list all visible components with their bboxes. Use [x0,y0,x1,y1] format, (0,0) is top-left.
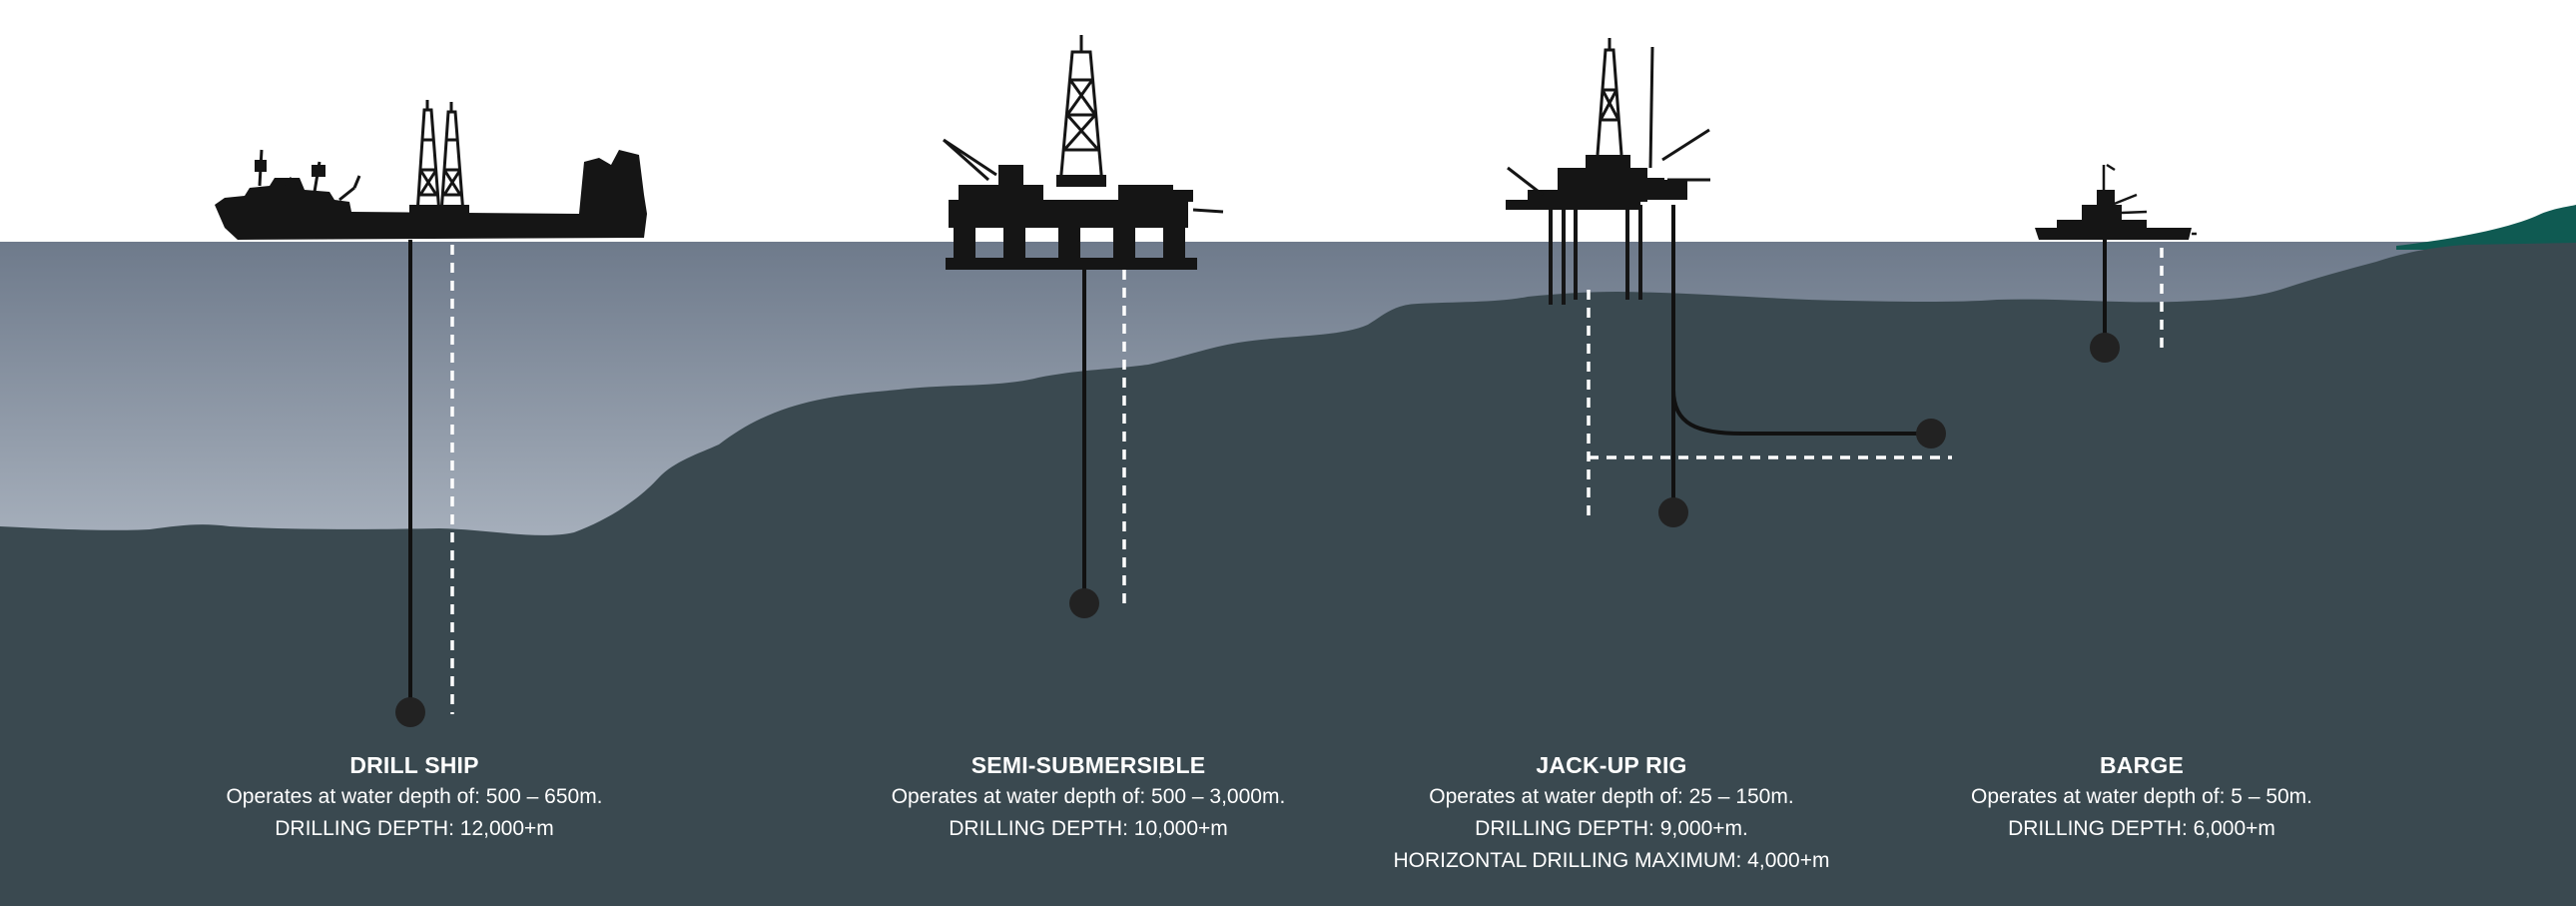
drill-bit-semi-submersible [1069,588,1099,618]
rig-title: SEMI-SUBMERSIBLE [970,752,1206,778]
jack-up-rig-icon [1506,38,1710,305]
seabed [0,243,2576,906]
rig-water-depth: Operates at water depth of: 500 – 3,000m… [891,785,1286,808]
drill-bit-barge [2090,333,2120,363]
sky [0,0,2576,243]
rig-title: DRILL SHIP [349,752,479,778]
rig-label-barge: BARGE Operates at water depth of: 5 – 50… [1782,749,2501,845]
semi-submersible-icon [943,35,1224,270]
well-path-jack-up-horizontal [1671,389,1930,436]
rig-drilling-depth: DRILLING DEPTH: 6,000+m [2008,817,2275,840]
rig-water-depth: Operates at water depth of: 5 – 50m. [1970,785,2313,808]
guide-lines [450,245,2164,714]
rig-drilling-depth: DRILLING DEPTH: 9,000+m. [1475,817,1748,840]
drill-bit-drill-ship [395,697,425,727]
rig-horizontal-drilling: HORIZONTAL DRILLING MAXIMUM: 4,000+m [1393,849,1830,872]
rig-label-drill-ship: DRILL SHIP Operates at water depth of: 5… [55,749,774,845]
rig-label-semi-submersible: SEMI-SUBMERSIBLE Operates at water depth… [729,749,1448,845]
rig-title: BARGE [2099,752,2185,778]
barge-icon [2035,163,2197,240]
drill-bit-jack-up-horizontal [1916,419,1946,449]
shoreline-land [2396,205,2576,250]
rig-drilling-depth: DRILLING DEPTH: 12,000+m [275,817,554,840]
rig-title: JACK-UP RIG [1536,752,1687,778]
well-paths [408,205,2107,711]
rig-water-depth: Operates at water depth of: 25 – 150m. [1429,785,1794,808]
rig-drilling-depth: DRILLING DEPTH: 10,000+m [949,817,1228,840]
drill-ship-icon [215,100,647,240]
rig-label-jack-up-rig: JACK-UP RIG Operates at water depth of: … [1252,749,1971,877]
drill-bits [395,333,2120,727]
rig-water-depth: Operates at water depth of: 500 – 650m. [226,785,603,808]
drill-bit-jack-up-vertical [1658,497,1688,527]
